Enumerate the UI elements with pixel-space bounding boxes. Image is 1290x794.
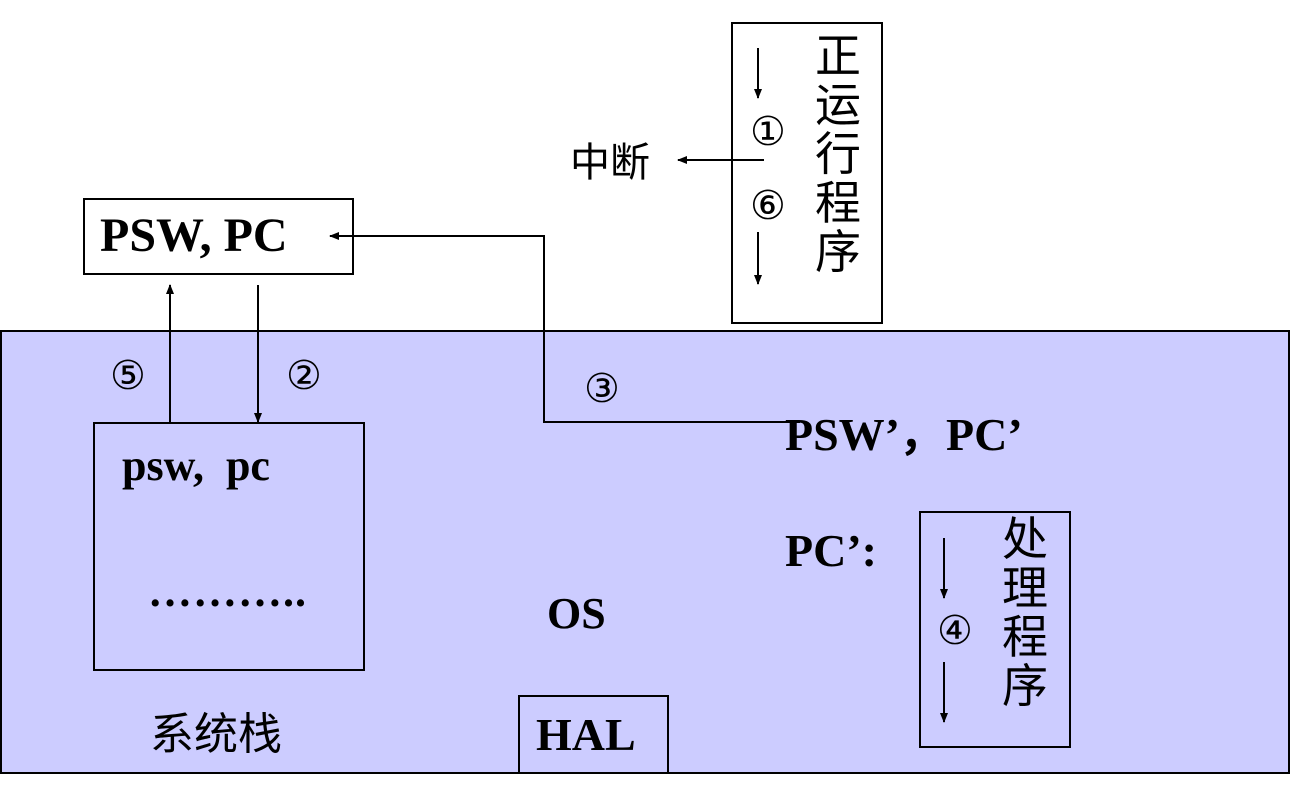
hal-label: HAL: [536, 709, 636, 760]
step-5-marker: ⑤: [110, 353, 146, 399]
step-2-marker: ②: [286, 353, 322, 399]
step-6-marker: ⑥: [750, 183, 786, 229]
system-stack-content-label: psw, pc: [122, 441, 270, 490]
cpu-registers-label: PSW, PC: [100, 209, 288, 262]
step-1-marker: ①: [750, 109, 786, 155]
hal-box: [518, 695, 669, 774]
new-psw-pc-label: PSW’，PC’: [785, 409, 1023, 460]
system-stack-ellipsis: ………..: [148, 567, 307, 616]
running-program-label: 正 运 行 程 序: [815, 29, 861, 279]
step-3-marker: ③: [584, 366, 620, 412]
os-label: OS: [547, 589, 606, 638]
system-stack-box: [93, 422, 365, 671]
cpu-registers-box: [83, 198, 354, 275]
new-pc-label: PC’:: [785, 525, 877, 576]
interrupt-label: 中断: [570, 140, 650, 186]
step-4-marker: ④: [937, 608, 973, 654]
system-stack-name: 系统栈: [150, 709, 282, 760]
handler-program-label: 处 理 程 序: [1002, 512, 1048, 713]
